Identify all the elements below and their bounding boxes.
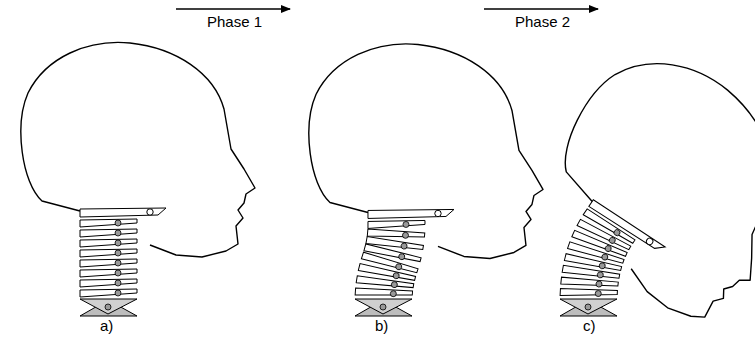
base-block bbox=[80, 299, 137, 314]
figure-stroke bbox=[80, 229, 137, 237]
base-block bbox=[355, 300, 412, 316]
joint-dot bbox=[613, 228, 621, 236]
joint-dot bbox=[391, 281, 398, 288]
panel-label: c) bbox=[583, 318, 596, 335]
joint-dot bbox=[585, 304, 591, 310]
figure-stroke bbox=[80, 279, 137, 287]
figure-stroke bbox=[80, 259, 137, 267]
figure-stroke bbox=[366, 236, 424, 254]
figure-stroke bbox=[368, 220, 425, 228]
panel-label: a) bbox=[100, 318, 113, 335]
vertebra-plate bbox=[366, 236, 424, 254]
joint-dot bbox=[105, 304, 111, 310]
vertebra-plate bbox=[80, 279, 137, 287]
joint-dot bbox=[393, 272, 400, 279]
joint-dot bbox=[115, 280, 121, 286]
joint-dot bbox=[395, 263, 403, 271]
head-outline bbox=[309, 44, 543, 259]
head-outline bbox=[21, 42, 255, 257]
base-block bbox=[355, 299, 412, 314]
vertebra-plate bbox=[80, 289, 137, 297]
figure-stroke bbox=[80, 249, 137, 257]
base-block bbox=[560, 299, 617, 314]
joint-dot bbox=[435, 210, 441, 216]
head-neck-figure bbox=[518, 29, 755, 338]
figure-stroke bbox=[80, 289, 137, 297]
head-neck-figure bbox=[21, 42, 255, 316]
joint-dot bbox=[403, 221, 409, 227]
joint-dot bbox=[115, 240, 121, 246]
figure-stroke bbox=[80, 219, 137, 227]
joint-dot bbox=[645, 237, 654, 246]
joint-dot bbox=[115, 270, 121, 276]
head-neck-figure bbox=[309, 44, 543, 316]
head-outline bbox=[518, 29, 755, 338]
panel-label: b) bbox=[375, 318, 388, 335]
joint-dot bbox=[599, 262, 606, 269]
joint-dot bbox=[115, 260, 121, 266]
joint-dot bbox=[147, 209, 153, 215]
skull-collar bbox=[368, 209, 454, 218]
phase-arrow bbox=[176, 8, 290, 9]
vertebra-plate bbox=[368, 220, 425, 228]
phase-arrow bbox=[484, 8, 598, 9]
head bbox=[309, 44, 543, 259]
joint-dot bbox=[115, 290, 121, 296]
phase-label: Phase 2 bbox=[515, 14, 570, 31]
skull-collar bbox=[80, 208, 166, 217]
base-block bbox=[560, 300, 617, 316]
head bbox=[518, 29, 755, 338]
joint-dot bbox=[595, 290, 601, 296]
joint-dot bbox=[380, 304, 386, 310]
joint-dot bbox=[115, 250, 121, 256]
joint-dot bbox=[115, 230, 121, 236]
figure-stroke bbox=[80, 269, 137, 277]
vertebra-plate bbox=[80, 249, 137, 257]
joint-dot bbox=[401, 243, 408, 250]
joint-dot bbox=[604, 245, 612, 253]
joint-dot bbox=[398, 253, 405, 260]
vertebra-plate bbox=[80, 269, 137, 277]
figure-stroke bbox=[367, 228, 424, 241]
figure-stroke bbox=[80, 239, 137, 247]
vertebra-plate bbox=[560, 288, 617, 299]
joint-dot bbox=[596, 281, 603, 288]
vertebra-plate bbox=[80, 239, 137, 247]
vertebra-plate bbox=[80, 229, 137, 237]
skull-collar bbox=[589, 199, 665, 255]
joint-dot bbox=[597, 271, 604, 278]
joint-dot bbox=[608, 236, 616, 244]
vertebra-plate bbox=[561, 276, 619, 290]
figure-stroke bbox=[561, 276, 619, 290]
joint-dot bbox=[601, 253, 609, 261]
joint-dot bbox=[115, 220, 121, 226]
head bbox=[21, 42, 255, 257]
joint-dot bbox=[390, 291, 396, 297]
vertebra-plate bbox=[367, 228, 424, 241]
figure-stroke bbox=[355, 287, 412, 299]
vertebra-plate bbox=[80, 219, 137, 227]
base-block bbox=[80, 300, 137, 316]
vertebra-plate bbox=[80, 259, 137, 267]
vertebra-plate bbox=[355, 287, 412, 299]
phase-label: Phase 1 bbox=[207, 14, 262, 31]
figure-stroke bbox=[560, 288, 617, 299]
joint-dot bbox=[402, 232, 409, 239]
head-neck-figures bbox=[21, 29, 755, 338]
